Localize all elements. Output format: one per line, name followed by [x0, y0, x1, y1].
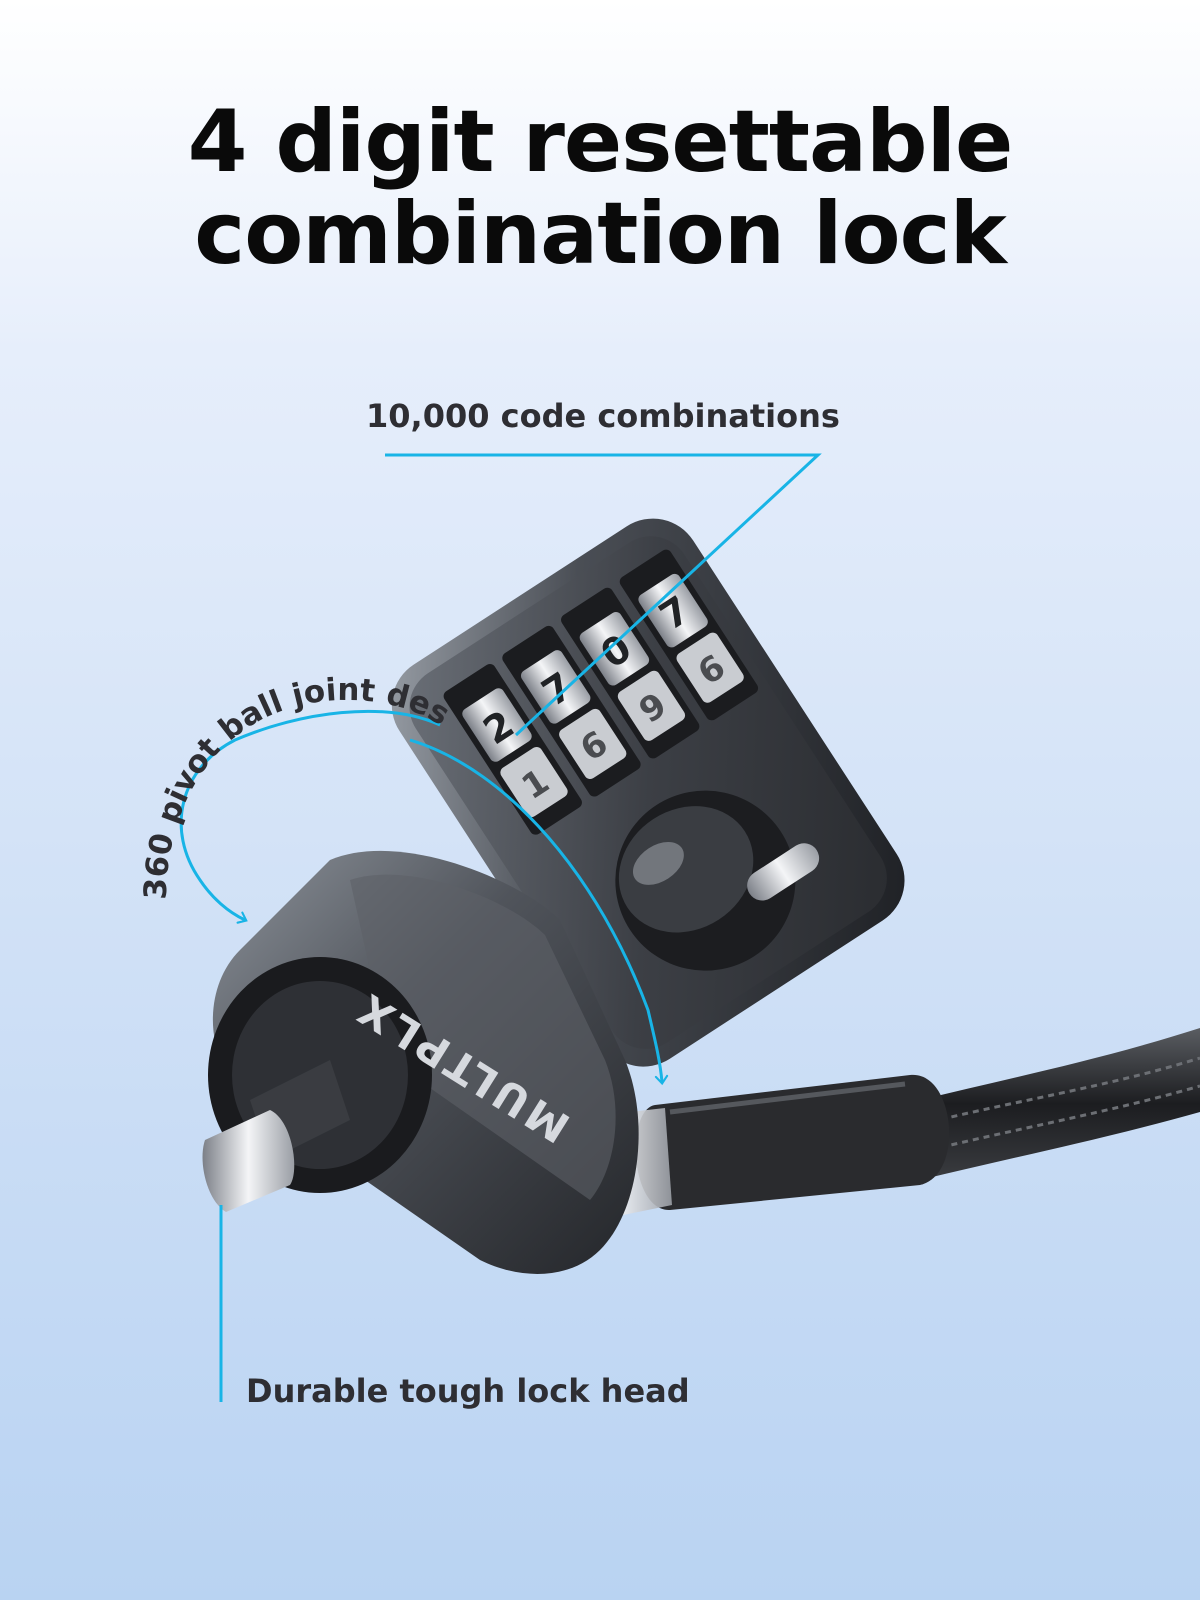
- pivot-arrow-right: [409, 738, 669, 1086]
- headline-line-1: 4 digit resettable: [187, 92, 1014, 192]
- lock-head: MULTPLX: [202, 850, 639, 1274]
- lock-body: 2 7 0 7 1 6 9 6: [391, 518, 905, 1067]
- callout-lock-head: Durable tough lock head: [246, 1372, 690, 1410]
- callout-pivot: 360 pivot ball joint design: [0, 0, 456, 900]
- pivot-arrow-left: [179, 709, 441, 924]
- callout-code-combinations-line: [385, 453, 822, 737]
- callout-code-combinations: 10,000 code combinations: [366, 397, 840, 435]
- headline-line-2: combination lock: [194, 184, 1007, 284]
- dial-wheels: 2 7 0 7 1 6 9 6: [443, 549, 759, 835]
- headline: 4 digit resettable combination lock: [0, 96, 1200, 280]
